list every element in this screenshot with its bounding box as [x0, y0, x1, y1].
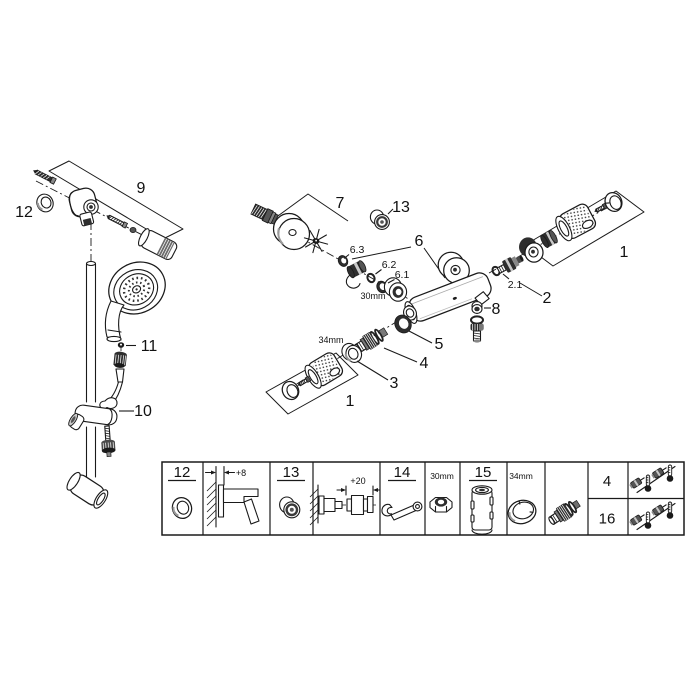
cell-label-4: 4	[603, 473, 611, 490]
table-cell-lubricate-labels: 4 16	[599, 473, 616, 528]
table-cell-sleeve: 15	[469, 464, 497, 535]
shower-rail-assembly: 9 12 11 10	[15, 160, 184, 509]
table-cell-grease-bottom	[629, 501, 676, 531]
handle-cap-icon	[604, 191, 623, 213]
cell-label-15: 15	[475, 464, 492, 481]
cartridge-icon	[496, 255, 524, 274]
table-column-lines	[202, 462, 629, 535]
hose-seal-icon	[117, 342, 125, 348]
table-cell-ring-34: 34mm	[507, 471, 537, 525]
callout-8: 8	[492, 301, 501, 318]
cell-label-12: 12	[174, 464, 191, 481]
grease-tube-icon	[629, 514, 645, 526]
leader-5	[408, 330, 433, 344]
table-cell-ring: 12	[168, 464, 196, 520]
callout-13: 13	[392, 199, 410, 216]
union-oring-icon	[366, 272, 376, 284]
mixer-body-icon	[403, 251, 492, 324]
bracket-clamp-screw-icon	[101, 425, 116, 457]
handle-screw-icon	[594, 202, 609, 213]
handle-knurl-ring-icon	[540, 229, 558, 249]
rail-wall-bracket-icon	[68, 187, 99, 227]
group-frame-7	[270, 193, 349, 222]
small-nut-icon	[129, 226, 137, 233]
hose-nut-icon	[113, 351, 127, 383]
temp-handle-cap-icon	[281, 380, 300, 401]
callout-9: 9	[137, 180, 146, 197]
callout-6-3: 6.3	[350, 244, 365, 256]
cell-label-14: 14	[394, 464, 411, 481]
cell-dimension-plus8: +8	[236, 468, 246, 478]
table-cell-nut: 30mm	[429, 471, 454, 513]
union-seal-icon	[337, 255, 349, 267]
cap-icon	[369, 209, 390, 230]
callout-2-1: 2.1	[508, 279, 523, 291]
cell-label-16: 16	[599, 511, 616, 528]
union-knurl-nut-icon	[346, 260, 367, 279]
wall-screw-icon	[33, 169, 57, 185]
callout-3: 3	[390, 375, 399, 392]
callout-1-bottom: 1	[346, 393, 355, 410]
cell-size-30mm: 30mm	[430, 471, 454, 481]
group-frame-2	[519, 282, 543, 297]
union-flange-nut-icon	[383, 277, 408, 302]
table-cell-grease-top	[629, 464, 676, 494]
cell-size-34mm: 34mm	[509, 471, 533, 481]
hand-shower-icon	[104, 261, 166, 343]
thermometer-icon	[666, 501, 674, 519]
leader-3-4	[356, 347, 418, 381]
shower-rail	[85, 260, 97, 478]
grease-tube-icon	[629, 477, 645, 489]
retainer-clip-icon	[345, 274, 361, 289]
table-cell-cartridge	[548, 499, 581, 525]
callout-12: 12	[15, 204, 33, 221]
rail-cover-icon	[137, 228, 178, 261]
thermometer-icon	[644, 511, 652, 529]
mixer-assembly: 7 13 6 6.3 6.2 6.1 30mm 1 2.1 2 8 5 4 3 …	[250, 190, 645, 415]
callout-6-1: 6.1	[395, 269, 410, 281]
explode-axis	[35, 180, 171, 250]
rail-foot-icon	[66, 471, 109, 509]
callout-2: 2	[543, 290, 552, 307]
leader-6x	[343, 254, 395, 284]
table-cell-union-depth: +20	[309, 476, 381, 526]
cell-label-13: 13	[283, 464, 300, 481]
glide-bracket-icon	[68, 397, 118, 431]
callout-11: 11	[141, 338, 158, 355]
thermometer-icon	[644, 474, 652, 492]
bracket-screw-icon	[106, 214, 129, 229]
grease-tube-icon	[651, 467, 667, 479]
callout-7: 7	[336, 195, 345, 212]
size-34mm: 34mm	[318, 335, 343, 345]
handle-grip-icon	[555, 203, 597, 242]
seal-star-icon	[303, 228, 329, 254]
table-cell-cap: 13	[277, 464, 305, 519]
leader-2-1	[502, 273, 510, 280]
temp-handle-grip-icon	[304, 352, 344, 389]
table-cell-bracket-depth: +8	[204, 465, 260, 528]
grease-tube-icon	[651, 504, 667, 516]
temp-handle-screw-icon	[297, 375, 312, 387]
escutcheon-ring-icon	[36, 193, 54, 213]
callout-6-2: 6.2	[382, 259, 397, 271]
cell-dimension-plus20: +20	[350, 476, 365, 486]
shut-off-ring-icon	[341, 342, 363, 363]
callout-1-right: 1	[620, 244, 629, 261]
plug-icon	[470, 301, 484, 343]
wall-escutcheon-icon	[272, 212, 311, 251]
union-nipple-icon	[250, 203, 279, 225]
callout-10: 10	[134, 403, 152, 420]
stop-ring-icon	[394, 314, 412, 334]
group-frame-9	[48, 160, 184, 240]
thermometer-icon	[666, 464, 674, 482]
size-30mm: 30mm	[360, 291, 385, 301]
callout-6: 6	[415, 233, 424, 250]
table-cell-wrench: 14	[381, 464, 423, 521]
leader-13	[387, 208, 394, 215]
callout-5: 5	[435, 336, 444, 353]
handle-escutcheon-icon	[519, 237, 544, 263]
parts-table: 12 +8 13	[161, 461, 685, 536]
callout-4: 4	[420, 355, 429, 372]
